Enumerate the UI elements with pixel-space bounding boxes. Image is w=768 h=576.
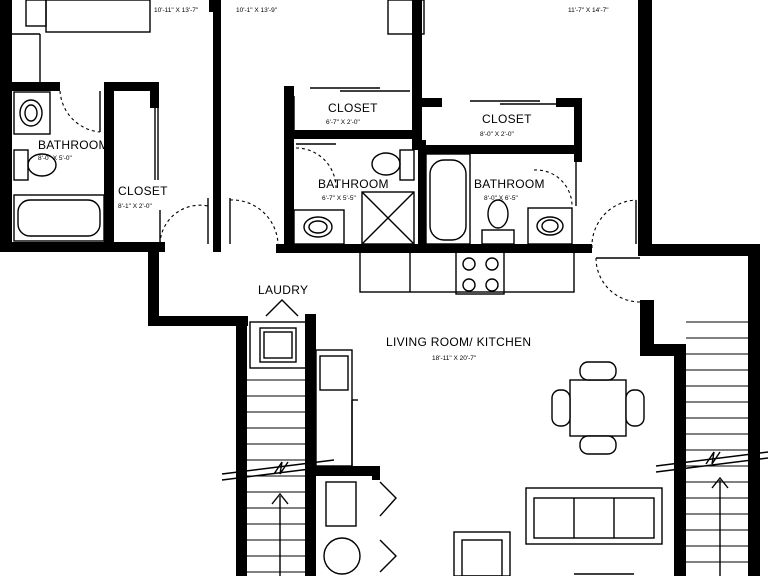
bath2-dimension: 6'-7" X 5'-5" [322,195,357,202]
bedroom-right-dimension: 11'-7" X 14'-7" [568,7,609,14]
bedroom-mid-dimension: 10'-1" X 13'-9" [236,7,278,14]
stair-right [655,321,768,576]
closet2-label: CLOSET [328,101,378,115]
bath1-label: BATHROOM [38,138,109,152]
laundry-label: LAUDRY [258,283,308,297]
bath3-dimension: 8'-0" X 6'-5" [484,195,519,202]
closet3-dimension: 8'-0" X 2'-0" [480,131,515,138]
bath2-label: BATHROOM [318,177,389,191]
bath3-label: BATHROOM [474,177,545,191]
closet1-label: CLOSET [118,184,168,198]
closet2-dimension: 6'-7" X 2'-0" [326,119,361,126]
bedroom-left-dimension: 10'-11" X 13'-7" [154,7,199,14]
living-kitchen-dimension: 18'-11" X 20'-7" [432,355,477,362]
living-kitchen-label: LIVING ROOM/ KITCHEN [386,335,531,349]
bath1-dimension: 8'-0" X 5'-0" [38,155,73,162]
room-labels: 10'-11" X 13'-7" 10'-1" X 13'-9" 11'-7" … [38,7,609,362]
closet1-dimension: 8'-1" X 2'-0" [118,203,153,210]
fixtures [12,0,663,576]
stair-left [221,379,335,576]
closet3-label: CLOSET [482,112,532,126]
